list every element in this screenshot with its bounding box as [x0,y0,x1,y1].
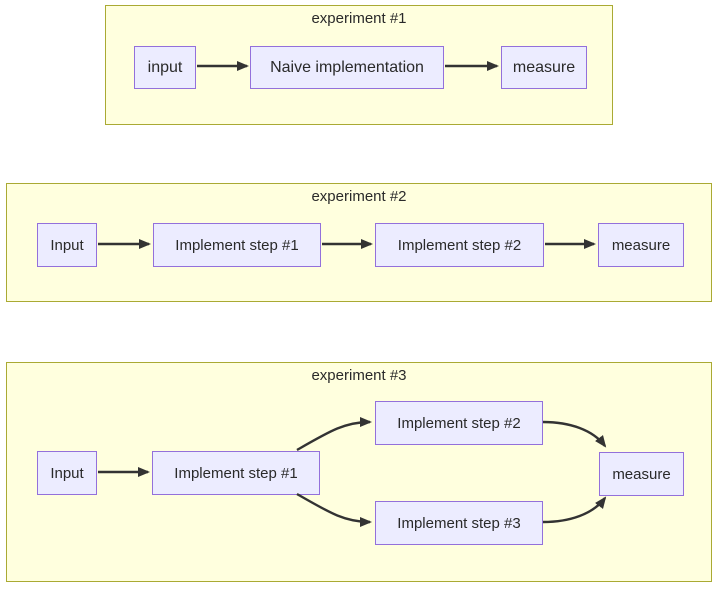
exp3-node-input: Input [37,451,97,495]
experiment-2-cluster: experiment #2 Input Implement step #1 Im… [6,183,712,302]
experiment-2-title: experiment #2 [311,188,407,205]
exp2-node-input: Input [37,223,97,267]
exp3-node-measure: measure [599,452,684,496]
exp1-node-naive-implementation: Naive implementation [250,46,444,89]
exp1-node-input: input [134,46,196,89]
experiment-1-title: experiment #1 [311,10,407,27]
exp3-node-implement-step-1: Implement step #1 [152,451,320,495]
exp2-node-implement-step-1: Implement step #1 [153,223,321,267]
experiment-3-title: experiment #3 [311,367,407,384]
experiment-1-cluster: experiment #1 input Naive implementation… [105,5,613,125]
exp3-node-implement-step-2: Implement step #2 [375,401,543,445]
experiment-3-cluster: experiment #3 Input Implement step #1 Im… [6,362,712,582]
exp3-node-implement-step-3: Implement step #3 [375,501,543,545]
exp1-node-measure: measure [501,46,587,89]
exp2-node-implement-step-2: Implement step #2 [375,223,544,267]
exp2-node-measure: measure [598,223,684,267]
